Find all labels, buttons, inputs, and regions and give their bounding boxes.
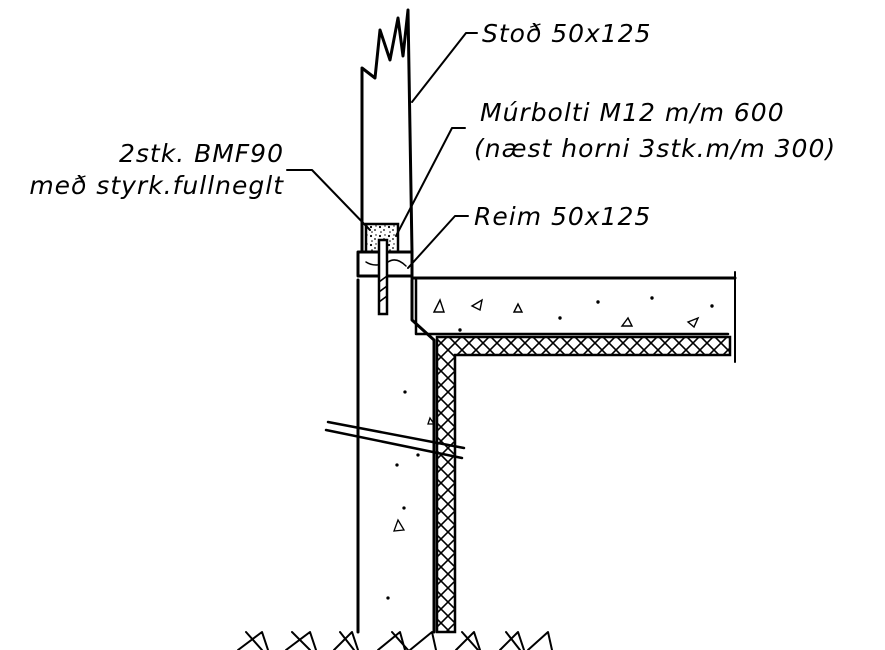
- label-sill-plate: Reim 50x125: [474, 202, 651, 231]
- leader-post: [411, 32, 478, 103]
- leader-sill-plate: [407, 215, 469, 269]
- insulation: [435, 335, 732, 634]
- wood-post: [360, 8, 414, 254]
- label-anchor-bolt-line2: (næst horni 3stk.m/m 300): [474, 134, 836, 163]
- label-post: Stoð 50x125: [482, 19, 652, 48]
- leader-anchor-bolt: [395, 127, 466, 237]
- leader-lines: [286, 32, 478, 269]
- label-bracket-line1: 2stk. BMF90: [119, 139, 284, 168]
- slab-aggregate: [432, 296, 714, 332]
- anchor-bolt: [377, 238, 389, 316]
- label-anchor-bolt-line1: Múrbolti M12 m/m 600: [480, 98, 785, 127]
- leader-bracket: [286, 169, 371, 231]
- label-bracket-line2: með styrk.fullneglt: [29, 171, 284, 200]
- aggregate-marks: [386, 390, 436, 600]
- floor-slab: [410, 271, 737, 363]
- drain-pipe: [324, 420, 466, 460]
- ground-hatching: [237, 631, 553, 650]
- foundation-wall: [356, 278, 436, 634]
